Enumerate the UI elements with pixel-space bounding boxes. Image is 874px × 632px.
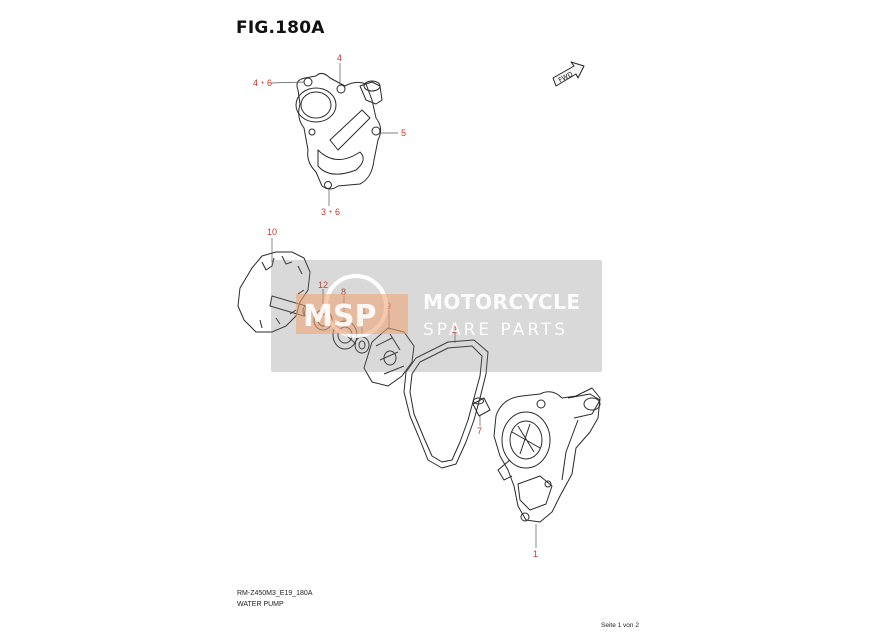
page-indicator: Seite 1 von 2 bbox=[601, 622, 639, 629]
callout-8: 8 bbox=[341, 287, 346, 297]
watermark-logo-text: MSP bbox=[303, 299, 376, 334]
callout-4: 4 bbox=[337, 53, 342, 63]
drawing-code: RM-Z450M3_E19_180A bbox=[237, 590, 313, 597]
body-gasket bbox=[403, 339, 489, 469]
callout-2: 2 bbox=[452, 325, 457, 335]
water-pump-body bbox=[493, 387, 601, 523]
figure-caption: WATER PUMP bbox=[237, 601, 284, 608]
callout-5: 5 bbox=[401, 128, 406, 138]
watermark-line1: MOTORCYCLE bbox=[423, 290, 581, 314]
callout-12: 12 bbox=[318, 280, 328, 290]
callout-3-6: 3・6 bbox=[321, 207, 340, 217]
figure-title: FIG.180A bbox=[236, 18, 325, 38]
callout-10: 10 bbox=[267, 227, 277, 237]
watermark-line2: SPARE PARTS bbox=[423, 320, 569, 340]
callout-7: 7 bbox=[477, 426, 482, 436]
dowel-pin bbox=[472, 397, 491, 417]
callout-1: 1 bbox=[533, 549, 538, 559]
callout-4-6: 4・6 bbox=[253, 78, 272, 88]
